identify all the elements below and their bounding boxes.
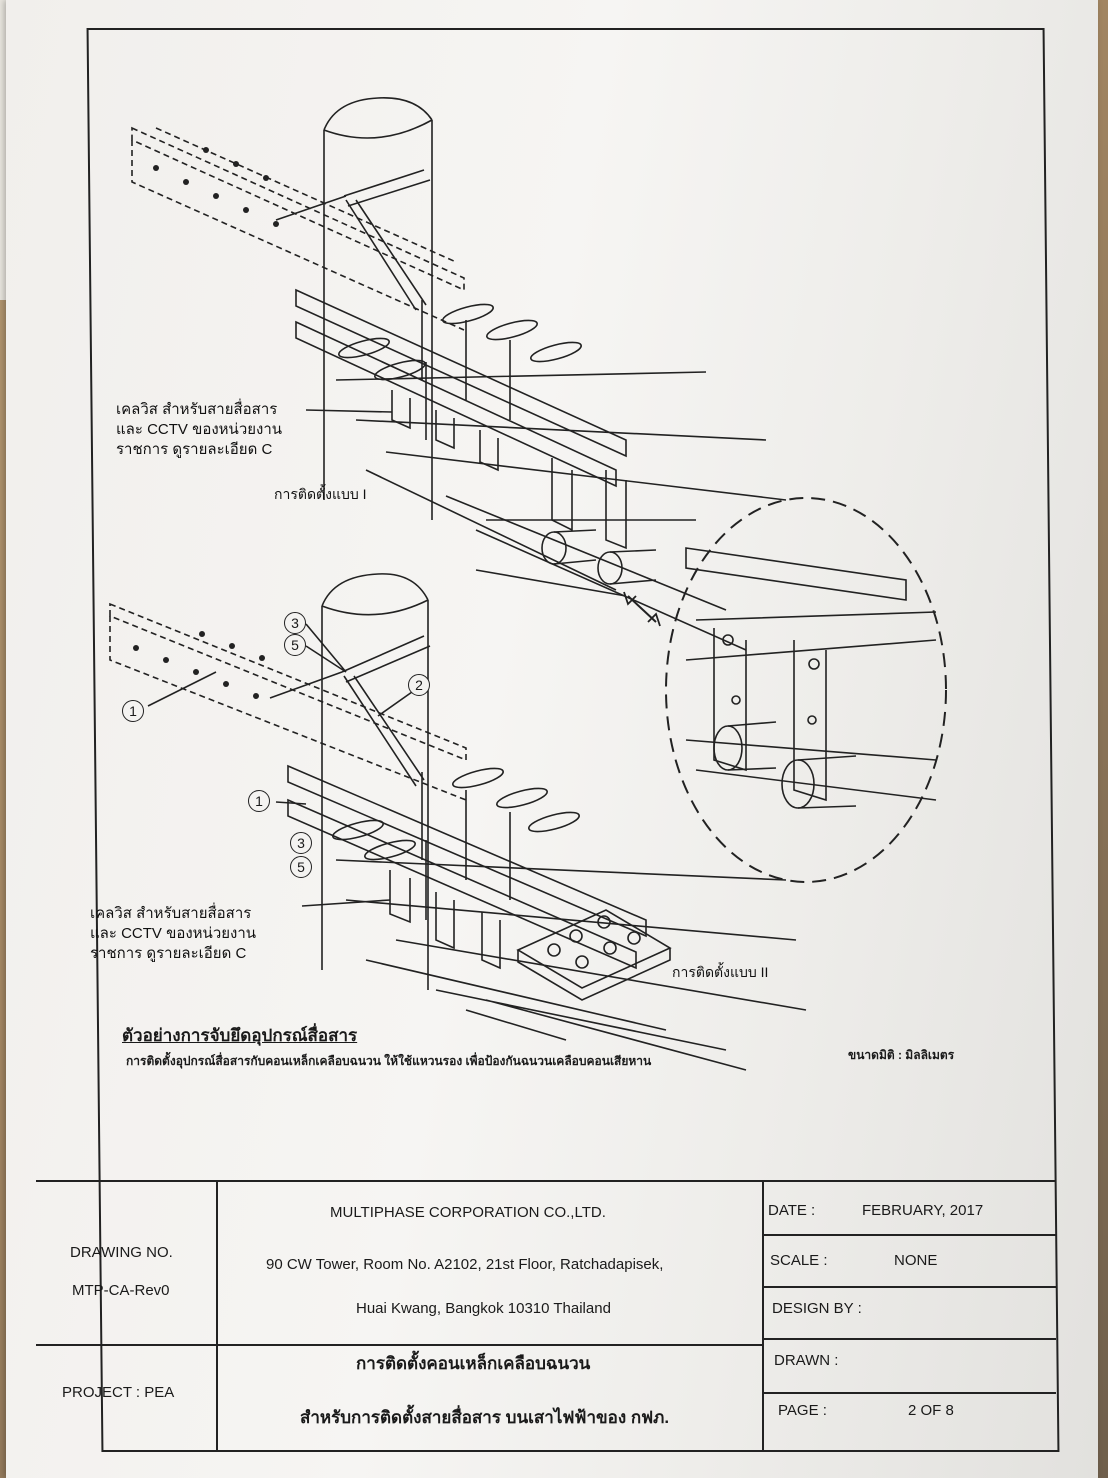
- callout-2: 2: [408, 674, 430, 696]
- pulleys-top: [541, 458, 657, 585]
- bracket-note-top-line-1: เคลวิส สำหรับสายสื่อสาร: [116, 401, 278, 418]
- leader-callout-2: [377, 691, 413, 717]
- bracket-note-top-line-2: และ CCTV ของหน่วยงาน: [116, 421, 283, 438]
- page-label: PAGE :: [778, 1402, 827, 1419]
- leader-note-bottom: [301, 899, 391, 907]
- insulators-top: [338, 300, 582, 440]
- drawn-label: DRAWN :: [774, 1352, 839, 1369]
- brace-top: [275, 169, 431, 311]
- page-value: 2 OF 8: [908, 1402, 954, 1419]
- address-line-1: 90 CW Tower, Room No. A2102, 21st Floor,…: [266, 1256, 664, 1273]
- bracket-bottom: [287, 764, 647, 970]
- pole-bottom: [321, 573, 429, 990]
- install-type-1-label: การติดตั้งแบบ I: [274, 486, 367, 502]
- install-type-2-label: การติดตั้งแบบ II: [672, 964, 769, 980]
- bracket-note-bottom-line-1: เคลวิส สำหรับสายสื่อสาร: [90, 905, 252, 922]
- isometric-drawing: [109, 97, 947, 1071]
- example-title: ตัวอย่างการจับยึดอุปกรณ์สื่อสาร: [122, 1026, 358, 1045]
- dimension-unit-note: ขนาดมิติ : มิลลิเมตร: [848, 1048, 955, 1062]
- cables-bottom: [335, 859, 807, 1071]
- callout-3-bottom: 3: [290, 832, 312, 854]
- title-block: DRAWING NO. MTP-CA-Rev0 MULTIPHASE CORPO…: [36, 1180, 1056, 1450]
- crossarm-bottom-holes: [133, 631, 265, 699]
- bracket-top: [295, 288, 627, 488]
- callout-1-bracket: 1: [248, 790, 270, 812]
- date-value: FEBRUARY, 2017: [862, 1202, 984, 1219]
- scale-value: NONE: [894, 1252, 938, 1269]
- callout-5-bottom: 5: [290, 856, 312, 878]
- leader-callout-1a: [147, 671, 217, 707]
- project-label: PROJECT : PEA: [62, 1384, 175, 1401]
- design-by-label: DESIGN BY :: [772, 1300, 862, 1317]
- callout-3-top: 3: [284, 612, 306, 634]
- bracket-note-bottom-line-3: ราชการ ดูรายละเอียด C: [90, 945, 247, 962]
- drawing-sheet: 3 5 2 1 1 3 5 เคลวิส สำหรับสายสื่อสาร แล…: [6, 0, 1098, 1478]
- drawing-no-label: DRAWING NO.: [70, 1244, 173, 1261]
- company-name: MULTIPHASE CORPORATION CO.,LTD.: [330, 1204, 606, 1221]
- brace-bottom: [269, 635, 431, 787]
- detail-view: [665, 497, 947, 883]
- leader-note-top: [305, 409, 393, 413]
- crossarm-top-holes: [153, 147, 279, 227]
- drawing-no-value: MTP-CA-Rev0: [72, 1282, 170, 1299]
- plate-bottom: [516, 909, 672, 1001]
- crossarm-bottom-dashed: [109, 602, 467, 801]
- callout-5-top: 5: [284, 634, 306, 656]
- address-line-2: Huai Kwang, Bangkok 10310 Thailand: [356, 1300, 611, 1317]
- leader-callout-1b: [275, 801, 307, 805]
- installation-note: การติดตั้งอุปกรณ์สื่อสารกับคอนเหล็กเคลือ…: [126, 1054, 652, 1068]
- insulators-bottom: [332, 767, 580, 920]
- scale-label: SCALE :: [770, 1252, 828, 1269]
- project-title-line-2: สำหรับการติดตั้งสายสื่อสาร บนเสาไฟฟ้าของ…: [300, 1408, 670, 1427]
- leader-callout-3-5: [305, 623, 347, 673]
- cables-top: [335, 371, 787, 651]
- date-label: DATE :: [768, 1202, 816, 1219]
- project-title-line-1: การติดตั้งคอนเหล็กเคลือบฉนวน: [356, 1354, 591, 1373]
- pole-top: [323, 97, 433, 520]
- crossarm-top-dashed: [131, 126, 465, 331]
- callout-1-crossarm: 1: [122, 700, 144, 722]
- bracket-note-top-line-3: ราชการ ดูรายละเอียด C: [116, 441, 273, 458]
- bracket-note-bottom-line-2: และ CCTV ของหน่วยงาน: [90, 925, 257, 942]
